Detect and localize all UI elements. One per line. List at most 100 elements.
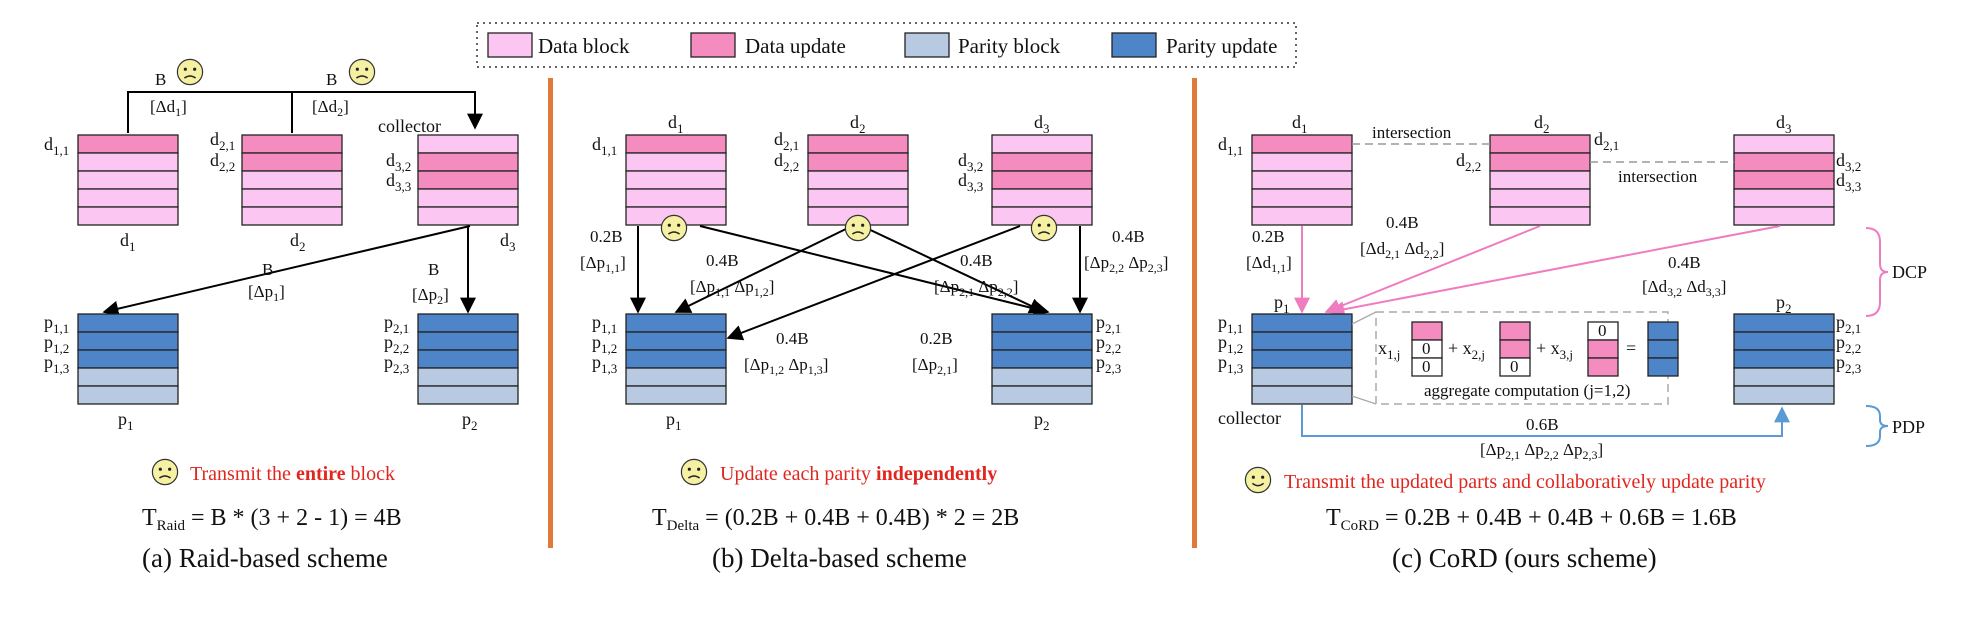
block-p1: [1251, 313, 1353, 405]
svg-text:d3: d3: [1776, 112, 1792, 136]
svg-text:d1: d1: [120, 230, 136, 254]
svg-text:0: 0: [1422, 339, 1431, 358]
legend-parity-block-swatch: [904, 32, 950, 58]
sad-face-icon: [680, 458, 708, 486]
legend-data-update-swatch: [690, 32, 736, 58]
block-p2: [1733, 313, 1835, 405]
svg-text:d1,1: d1,1: [44, 134, 69, 158]
svg-text:d3: d3: [1034, 112, 1050, 136]
sad-face-icon: [844, 214, 872, 242]
svg-text:[Δp1,1]: [Δp1,1]: [580, 253, 626, 275]
legend-parity-update-swatch: [1111, 32, 1157, 58]
svg-text:[Δd2]: [Δd2]: [312, 97, 349, 119]
vec-b: [1499, 321, 1531, 377]
svg-text:[Δp2]: [Δp2]: [412, 285, 449, 307]
svg-text:[Δd2,1 Δd2,2]: [Δd2,1 Δd2,2]: [1360, 239, 1444, 261]
legend-parity-block: Parity block: [958, 34, 1061, 58]
note-cord: Transmit the updated parts and collabora…: [1284, 471, 1766, 493]
legend-data-block-swatch: [487, 32, 533, 58]
svg-text:d2: d2: [1534, 112, 1550, 136]
arrow-to-collector: [127, 91, 483, 133]
svg-text:[Δp1]: [Δp1]: [248, 282, 285, 304]
legend-parity-update: Parity update: [1166, 34, 1277, 58]
svg-text:d1: d1: [1292, 112, 1308, 136]
svg-text:p1: p1: [118, 409, 134, 433]
formula-cord: TCoRD = 0.2B + 0.4B + 0.4B + 0.6B = 1.6B: [1326, 505, 1737, 534]
divider-left: [548, 78, 553, 548]
block-p2: [417, 313, 519, 405]
svg-text:0.4B: 0.4B: [706, 251, 739, 270]
panel-raid: d1,1 d1 d2,1 d2,2 d2 collector d3,2 d3,3…: [44, 58, 519, 573]
sad-face-icon: [660, 214, 688, 242]
svg-text:0: 0: [1510, 357, 1519, 376]
svg-text:0.6B: 0.6B: [1526, 415, 1559, 434]
caption-delta: (b) Delta-based scheme: [712, 543, 967, 573]
svg-text:p1: p1: [666, 409, 682, 433]
block-p1: [625, 313, 727, 405]
legend-frame: [476, 22, 1297, 68]
legend: Data block Data update Parity block Pari…: [476, 22, 1297, 68]
svg-text:d2,1: d2,1: [1594, 129, 1619, 153]
svg-text:p2: p2: [462, 409, 478, 433]
caption-raid: (a) Raid-based scheme: [142, 543, 388, 573]
block-d2: [241, 134, 343, 226]
panel-cord: d1 d1,1 d2 d2,1 d2,2 d3 d3,2 d3,3 inters…: [1218, 112, 1927, 573]
svg-text:B: B: [262, 260, 273, 279]
vec-result-blue: [1647, 321, 1679, 377]
svg-text:0: 0: [1422, 357, 1431, 376]
intersection-label: intersection: [1618, 167, 1698, 186]
pdp-label: PDP: [1892, 417, 1925, 437]
svg-text:d2,2: d2,2: [1456, 150, 1481, 174]
legend-data-update: Data update: [745, 34, 846, 58]
svg-text:d1,1: d1,1: [1218, 134, 1243, 158]
vec-c: [1587, 321, 1619, 377]
block-d3: [1733, 134, 1835, 226]
block-d1: [77, 134, 179, 226]
svg-text:[Δp2,1 Δp2,2]: [Δp2,1 Δp2,2]: [934, 277, 1018, 299]
block-d1: [1251, 134, 1353, 226]
collector-label: collector: [1218, 408, 1281, 428]
dcp-label: DCP: [1892, 262, 1927, 282]
block-p1: [77, 313, 179, 405]
block-d3-collector: [417, 134, 519, 226]
svg-text:p2: p2: [1776, 292, 1792, 316]
svg-text:0.4B: 0.4B: [776, 329, 809, 348]
block-d2: [807, 134, 909, 226]
collector-label: collector: [378, 116, 441, 136]
formula-raid: TRaid = B * (3 + 2 - 1) = 4B: [142, 505, 402, 534]
block-d1: [625, 134, 727, 226]
svg-text:d1,1: d1,1: [592, 134, 617, 158]
svg-text:0.2B: 0.2B: [920, 329, 953, 348]
svg-text:[Δp2,1]: [Δp2,1]: [912, 355, 958, 377]
intersection-label: intersection: [1372, 123, 1452, 142]
sad-face-icon: [176, 58, 204, 86]
caption-cord: (c) CoRD (ours scheme): [1392, 543, 1657, 573]
svg-text:0.4B: 0.4B: [960, 251, 993, 270]
svg-text:0: 0: [1598, 321, 1607, 340]
svg-text:Update each parity independent: Update each parity independently: [720, 463, 997, 485]
svg-text:d2: d2: [290, 230, 306, 254]
block-d2: [1489, 134, 1591, 226]
svg-text:[Δp2,1 Δp2,2 Δp2,3]: [Δp2,1 Δp2,2 Δp2,3]: [1480, 440, 1603, 462]
vec-a: [1411, 321, 1443, 377]
svg-text:+ x2,j: + x2,j: [1448, 338, 1485, 362]
svg-text:0.4B: 0.4B: [1386, 213, 1419, 232]
svg-text:p1: p1: [1274, 292, 1290, 316]
svg-text:[Δd1]: [Δd1]: [150, 97, 187, 119]
aggregate-label: aggregate computation (j=1,2): [1424, 381, 1630, 400]
sad-face-icon: [1030, 214, 1058, 242]
svg-text:[Δp2,2 Δp2,3]: [Δp2,2 Δp2,3]: [1084, 253, 1168, 275]
svg-text:d2,2: d2,2: [774, 150, 799, 174]
svg-text:x1,j: x1,j: [1378, 338, 1400, 362]
svg-text:p2: p2: [1034, 409, 1050, 433]
svg-text:0.4B: 0.4B: [1668, 253, 1701, 272]
svg-text:Transmit the entire block: Transmit the entire block: [190, 463, 395, 485]
svg-text:B: B: [428, 260, 439, 279]
svg-text:d1: d1: [668, 112, 684, 136]
svg-text:[Δp1,2 Δp1,3]: [Δp1,2 Δp1,3]: [744, 355, 828, 377]
svg-text:[Δd3,2 Δd3,3]: [Δd3,2 Δd3,3]: [1642, 277, 1726, 299]
legend-data-block: Data block: [538, 34, 630, 58]
svg-text:[Δd1,1]: [Δd1,1]: [1246, 253, 1292, 275]
svg-text:=: =: [1626, 338, 1636, 358]
